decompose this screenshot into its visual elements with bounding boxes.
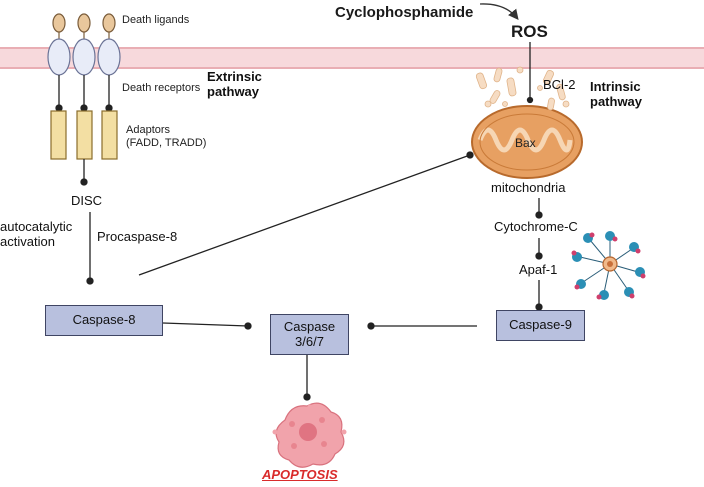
disc-to-caspase8 [86,212,94,285]
cytochrome-c-label: Cytochrome-C [494,219,578,234]
mito-to-cytochrome [535,198,543,219]
receptor-stalks [55,75,113,112]
bax-label: Bax [515,136,536,150]
cytochrome-to-apaf1 [535,238,543,260]
death-receptors-label: Death receptors [122,82,201,94]
drug-to-ros-arrow [479,3,519,21]
cyclophosphamide-label: Cyclophosphamide [335,4,474,21]
adaptors-label: Adaptors(FADD, TRADD) [126,124,207,149]
apaf-1-label: Apaf-1 [519,262,558,277]
apoptosome [571,231,646,300]
caspase8-to-mitochondria [138,151,474,276]
procaspase-8-label: Procaspase-8 [97,229,178,244]
death-ligands-label: Death ligands [122,14,190,26]
caspase-8-box: Caspase-8 [45,305,163,336]
disc-label: DISC [71,193,103,208]
caspase9-to-caspase367 [367,322,477,330]
mitochondria-label: mitochondria [491,180,566,195]
caspase367-to-apoptosis [303,355,311,401]
apaf1-to-caspase9 [535,280,543,311]
caspase8-to-caspase367 [162,322,252,330]
apoptotic-cell [272,402,347,468]
apoptosis-label: APOPTOSIS [262,467,338,482]
caspase-9-box: Caspase-9 [496,310,585,341]
adaptor-proteins [50,110,118,160]
ros-label: ROS [511,22,548,41]
bcl2-label: BCl-2 [543,77,576,92]
death-ligands [52,13,116,42]
ros-to-mitochondria [526,42,534,104]
mitochondrion [471,105,583,179]
mitochondrial-fragments [475,66,570,111]
death-receptors [47,38,121,76]
adaptor-to-disc [80,159,88,186]
